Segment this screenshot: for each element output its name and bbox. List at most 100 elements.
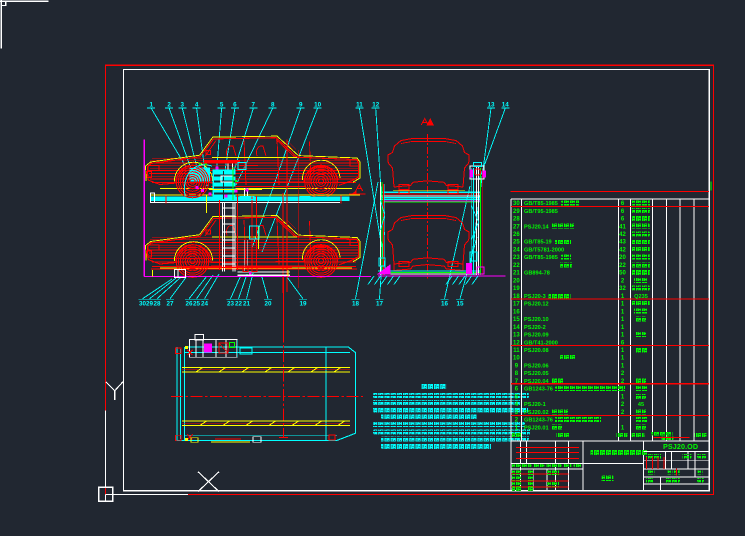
svg-text:30: 30 xyxy=(139,301,147,308)
svg-text:9: 9 xyxy=(299,102,303,109)
svg-text:11: 11 xyxy=(356,102,363,109)
svg-text:20: 20 xyxy=(264,301,272,308)
svg-text:16: 16 xyxy=(441,301,449,308)
svg-text:1: 1 xyxy=(621,425,625,431)
svg-text:24: 24 xyxy=(513,247,520,253)
svg-text:6: 6 xyxy=(621,340,625,346)
svg-text:14: 14 xyxy=(502,102,510,109)
svg-text:GB1243-76: GB1243-76 xyxy=(524,387,553,393)
svg-text:20: 20 xyxy=(513,278,520,284)
svg-text:4: 4 xyxy=(515,402,519,408)
svg-text:26: 26 xyxy=(513,232,520,238)
svg-text:45: 45 xyxy=(638,402,644,408)
svg-text:GB/T85-19: GB/T85-19 xyxy=(524,240,552,246)
svg-text:PSJ20-3: PSJ20-3 xyxy=(524,294,546,300)
svg-text:GB/T41-2000: GB/T41-2000 xyxy=(524,340,558,346)
svg-text:18: 18 xyxy=(513,294,520,300)
svg-text:13: 13 xyxy=(487,102,495,109)
svg-text:13: 13 xyxy=(513,333,520,339)
svg-text:GB/T95-1985: GB/T95-1985 xyxy=(524,209,558,215)
svg-text:6: 6 xyxy=(515,387,519,393)
svg-text:17: 17 xyxy=(513,302,520,308)
svg-text:26: 26 xyxy=(185,301,193,308)
svg-text:1: 1 xyxy=(621,317,625,323)
svg-text:19: 19 xyxy=(513,286,520,292)
svg-text:1: 1 xyxy=(621,348,625,354)
svg-text:PSJ20.10: PSJ20.10 xyxy=(524,317,549,323)
svg-text:PSJ20.14: PSJ20.14 xyxy=(524,224,549,230)
svg-text:7: 7 xyxy=(515,379,519,385)
svg-text:25: 25 xyxy=(513,240,520,246)
svg-text:10: 10 xyxy=(513,356,520,362)
svg-text:5: 5 xyxy=(515,394,519,400)
svg-text:GB/T5781-2000: GB/T5781-2000 xyxy=(524,247,564,253)
svg-text:30: 30 xyxy=(513,201,520,207)
svg-text:8: 8 xyxy=(515,371,519,377)
svg-text:PSJ20-1: PSJ20-1 xyxy=(524,402,546,408)
svg-text:6: 6 xyxy=(621,209,625,215)
svg-text:1: 1 xyxy=(621,363,625,369)
svg-text:1: 1 xyxy=(621,325,625,331)
svg-text:PSJ20.OD: PSJ20.OD xyxy=(663,442,698,451)
svg-text:1: 1 xyxy=(621,302,625,308)
svg-text:5: 5 xyxy=(220,102,224,109)
svg-text:12: 12 xyxy=(513,340,520,346)
svg-text:PSJ20.12: PSJ20.12 xyxy=(524,302,549,308)
svg-text:29: 29 xyxy=(513,209,520,215)
svg-text:16: 16 xyxy=(513,309,520,315)
svg-text:2: 2 xyxy=(621,278,625,284)
svg-text:41: 41 xyxy=(619,224,626,230)
svg-text:27: 27 xyxy=(513,224,520,230)
svg-text:PSJ20.02: PSJ20.02 xyxy=(524,410,549,416)
svg-text:9: 9 xyxy=(515,363,519,369)
svg-text:PSJ20-2: PSJ20-2 xyxy=(524,325,546,331)
svg-text:1: 1 xyxy=(621,394,625,400)
svg-text:GB894-78: GB894-78 xyxy=(524,271,550,277)
svg-text:24: 24 xyxy=(201,301,209,308)
svg-text:GB/T85-1985: GB/T85-1985 xyxy=(524,201,558,207)
svg-text:2: 2 xyxy=(621,371,625,377)
svg-text:23: 23 xyxy=(227,301,235,308)
svg-text:2: 2 xyxy=(621,410,625,416)
svg-text:GB/T85-1985: GB/T85-1985 xyxy=(524,255,558,261)
svg-text:22: 22 xyxy=(619,263,626,269)
svg-text:7: 7 xyxy=(252,102,256,109)
svg-text:3: 3 xyxy=(181,102,185,109)
svg-text:14: 14 xyxy=(513,325,520,331)
svg-text:PSJ20.04: PSJ20.04 xyxy=(524,379,549,385)
svg-text:28: 28 xyxy=(153,301,161,308)
svg-text:PSJ20.05: PSJ20.05 xyxy=(524,371,549,377)
svg-text:43: 43 xyxy=(619,240,626,246)
svg-text:23: 23 xyxy=(513,255,520,261)
svg-text:Q235: Q235 xyxy=(634,294,648,300)
svg-text:1: 1 xyxy=(621,387,625,393)
svg-text:2: 2 xyxy=(621,379,625,385)
svg-text:15: 15 xyxy=(456,301,464,308)
svg-text:12: 12 xyxy=(372,102,380,109)
svg-text:32: 32 xyxy=(619,286,626,292)
svg-text:42: 42 xyxy=(619,232,626,238)
svg-text:1: 1 xyxy=(515,425,519,431)
svg-text:28: 28 xyxy=(513,217,520,223)
svg-text:GB1243-76: GB1243-76 xyxy=(524,418,553,424)
svg-text:22: 22 xyxy=(235,301,243,308)
svg-text:PSJ20.09: PSJ20.09 xyxy=(524,333,549,339)
svg-text:PSJ20.01: PSJ20.01 xyxy=(524,425,549,431)
svg-text:10: 10 xyxy=(314,102,322,109)
svg-text:1: 1 xyxy=(621,294,625,300)
svg-text:2: 2 xyxy=(167,102,171,109)
svg-text:8: 8 xyxy=(271,102,275,109)
svg-text:29: 29 xyxy=(146,301,154,308)
svg-text:27: 27 xyxy=(166,301,174,308)
svg-text:20: 20 xyxy=(619,255,626,261)
svg-text:6: 6 xyxy=(621,217,625,223)
svg-text:6: 6 xyxy=(233,102,237,109)
svg-text:6: 6 xyxy=(621,201,625,207)
svg-text:PSJ20.08: PSJ20.08 xyxy=(524,348,549,354)
svg-text:11: 11 xyxy=(513,348,520,354)
svg-text:25: 25 xyxy=(193,301,201,308)
svg-text:21: 21 xyxy=(513,271,520,277)
svg-text:18: 18 xyxy=(352,301,360,308)
svg-text:15: 15 xyxy=(513,317,520,323)
svg-text:17: 17 xyxy=(376,301,384,308)
